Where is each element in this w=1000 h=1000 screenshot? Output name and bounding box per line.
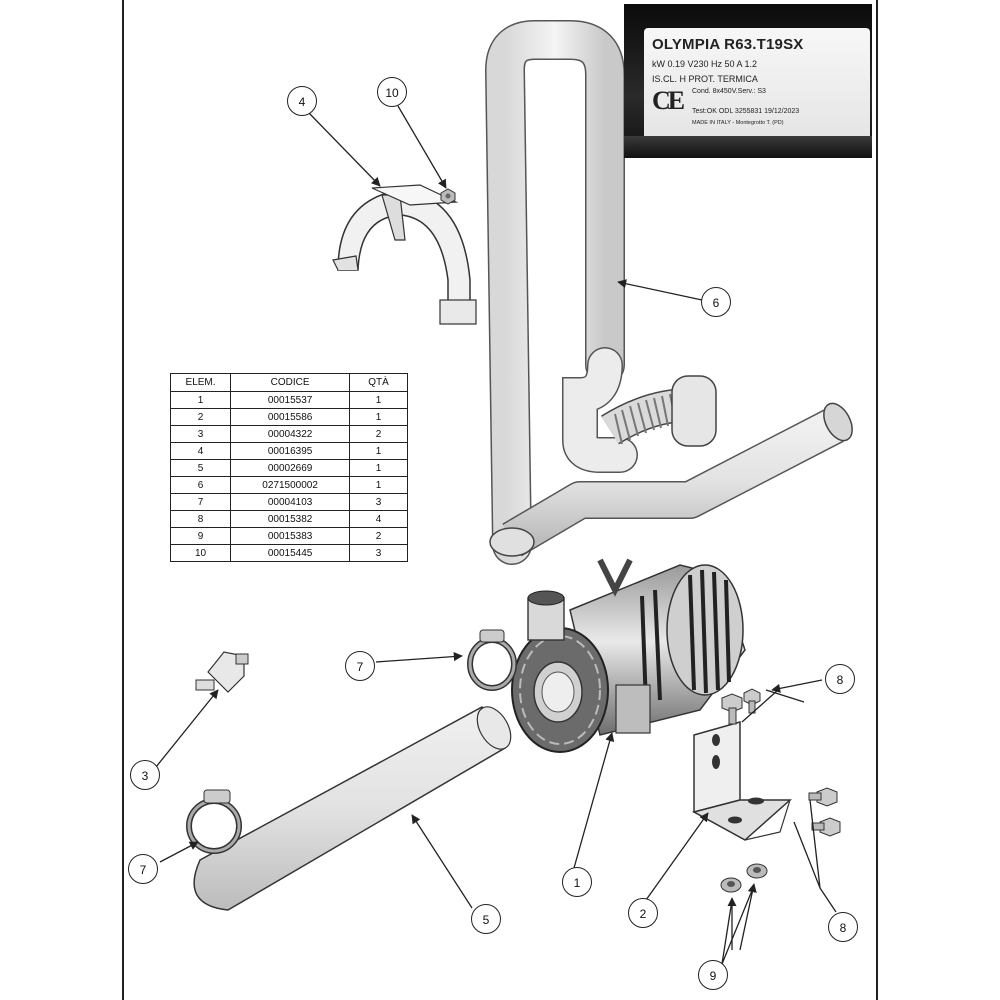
cell-codice: 00015537 — [230, 391, 351, 409]
part-1-pump-motor — [511, 558, 746, 753]
header-qta: QTÀ — [349, 373, 408, 392]
motor-nameplate-photo: OLYMPIA R63.T19SX kW 0.19 V230 Hz 50 A 1… — [624, 4, 872, 158]
nameplate-made-in: MADE IN ITALY - Montegrotto T. (PD) — [692, 120, 784, 126]
cell-elem: 7 — [169, 493, 232, 511]
cell-elem: 1 — [169, 391, 232, 409]
cell-codice: 00015445 — [230, 544, 351, 562]
header-elem: ELEM. — [169, 373, 232, 392]
table-header-row: ELEM. CODICE QTÀ — [169, 373, 408, 392]
callout-7a: 7 — [345, 651, 375, 681]
callout-6: 6 — [701, 287, 731, 317]
callout-1: 1 — [562, 867, 592, 897]
callout-8b: 8 — [828, 912, 858, 942]
nameplate-capacitor: Cond. 8x450V.Serv.: S3 — [692, 88, 766, 95]
cell-codice: 0271500002 — [230, 476, 351, 494]
part-7-hose-clamps — [186, 629, 517, 854]
cell-qta: 1 — [349, 391, 408, 409]
callout-9: 9 — [698, 960, 728, 990]
cell-qta: 1 — [349, 459, 408, 477]
cell-codice: 00004103 — [230, 493, 351, 511]
cell-qta: 1 — [349, 408, 408, 426]
motor-housing — [624, 136, 872, 158]
part-3-connector — [195, 651, 249, 693]
cell-qta: 4 — [349, 510, 408, 528]
part-4-pipe-clip — [332, 184, 477, 325]
cell-elem: 4 — [169, 442, 232, 460]
callout-8a: 8 — [825, 664, 855, 694]
callout-10: 10 — [377, 77, 407, 107]
cell-elem: 10 — [169, 544, 232, 562]
part-9-washers — [720, 863, 768, 893]
cell-qta: 3 — [349, 493, 408, 511]
cell-codice: 00004322 — [230, 425, 351, 443]
cell-elem: 3 — [169, 425, 232, 443]
callout-7b: 7 — [128, 854, 158, 884]
cell-codice: 00015383 — [230, 527, 351, 545]
callout-4: 4 — [287, 86, 317, 116]
leader-lines — [155, 105, 837, 965]
cell-elem: 6 — [169, 476, 232, 494]
callout-3: 3 — [130, 760, 160, 790]
cell-qta: 1 — [349, 476, 408, 494]
frame-right-border — [876, 0, 878, 1000]
ce-mark-icon: CE — [652, 86, 685, 115]
part-8-bolts — [721, 688, 841, 837]
cell-qta: 1 — [349, 442, 408, 460]
cell-elem: 9 — [169, 527, 232, 545]
part-10-nut — [440, 188, 456, 205]
cell-qta: 2 — [349, 425, 408, 443]
cell-codice: 00015382 — [230, 510, 351, 528]
nameplate-insulation: IS.CL. H PROT. TERMICA — [652, 74, 758, 84]
part-2-mounting-bracket — [691, 721, 792, 841]
cell-qta: 3 — [349, 544, 408, 562]
cell-codice: 00016395 — [230, 442, 351, 460]
callout-2: 2 — [628, 898, 658, 928]
cell-codice: 00002669 — [230, 459, 351, 477]
cell-elem: 8 — [169, 510, 232, 528]
cell-codice: 00015586 — [230, 408, 351, 426]
nameplate-model: OLYMPIA R63.T19SX — [652, 36, 804, 53]
cell-elem: 5 — [169, 459, 232, 477]
callout-5: 5 — [471, 904, 501, 934]
part-6-drain-pipe — [485, 20, 853, 565]
nameplate-specs: kW 0.19 V230 Hz 50 A 1.2 — [652, 59, 758, 69]
cell-elem: 2 — [169, 408, 232, 426]
header-codice: CODICE — [230, 373, 351, 392]
part-5-hose — [193, 706, 512, 911]
frame-left-border — [122, 0, 124, 1000]
nameplate-sticker: OLYMPIA R63.T19SX kW 0.19 V230 Hz 50 A 1… — [644, 28, 870, 140]
nameplate-test: Test:OK ODL 3255831 19/12/2023 — [692, 108, 800, 115]
cell-qta: 2 — [349, 527, 408, 545]
